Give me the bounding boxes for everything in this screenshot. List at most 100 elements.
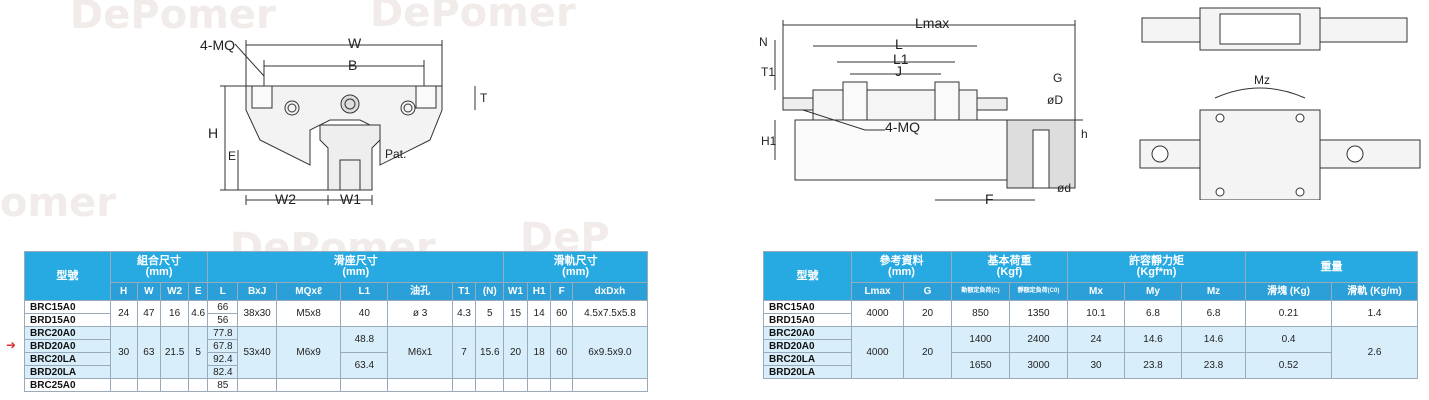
col-ddh: dxDxh (571, 282, 649, 301)
header-block: 滑座尺寸(mm) (207, 251, 505, 283)
load-table: 型號 參考資料(mm) 基本荷重(Kgf) 許容靜力矩(Kgf*m) 重量 Lm… (763, 251, 1419, 379)
table-cell: 56 (207, 313, 239, 327)
table-cell: 4000 (851, 326, 904, 379)
table-cell: 1650 (951, 352, 1010, 379)
header-moment: 許容靜力矩(Kgf*m) (1066, 251, 1247, 283)
col-mq: MQxℓ (275, 282, 342, 301)
table-cell: M6x9 (275, 326, 342, 379)
col-l1: L1 (340, 282, 389, 301)
label-h-small: h (1081, 127, 1088, 141)
col-my: My (1124, 282, 1182, 301)
table-cell: 15.6 (475, 326, 505, 379)
table-cell: 92.4 (207, 352, 239, 366)
label-w1: W1 (340, 191, 361, 207)
table-cell: 1350 (1009, 300, 1068, 327)
label-l1: L1 (893, 51, 909, 67)
table-cell: 24 (1067, 326, 1125, 353)
table-cell: 7 (451, 326, 477, 379)
label-pat: Pat. (385, 147, 406, 161)
table-cell (160, 378, 190, 392)
table-row: BRC20A0 30 63 21.5 5 77.8 53x40 M6x9 48.… (24, 326, 649, 379)
table-cell: 67.8 (207, 339, 239, 353)
label-l: L (895, 36, 903, 52)
table-cell (275, 378, 342, 392)
table-row: BRC20LA 1650 3000 30 23.8 23.8 0.52 (763, 352, 1418, 379)
model-cell: BRD20A0 (24, 339, 111, 353)
label-phi-d: ød (1057, 181, 1071, 195)
col-mz: Mz (1180, 282, 1247, 301)
table-cell: 6x9.5x9.0 (571, 326, 649, 379)
col-w1: W1 (503, 282, 528, 301)
model-cell: BRC15A0 (763, 300, 852, 314)
col-mx: Mx (1067, 282, 1125, 301)
table-cell: 4.6 (188, 300, 209, 327)
table-cell: 0.4 (1245, 326, 1333, 353)
table-cell: 16 (160, 300, 190, 327)
table-cell: 23.8 (1180, 352, 1247, 379)
table-cell: 5 (188, 326, 209, 379)
label-f: F (985, 191, 994, 207)
model-cell: BRD15A0 (763, 313, 852, 327)
table-row: BRD20A0 67.8 (24, 339, 648, 353)
table-row: BRC20LA 92.4 63.4 (24, 352, 648, 379)
table-cell: 30 (1067, 352, 1125, 379)
table-cell: 1400 (951, 326, 1010, 353)
table-cell: 4.5x7.5x5.8 (571, 300, 649, 327)
table-cell (550, 378, 573, 392)
header-model: 型號 (24, 251, 111, 301)
label-b: B (348, 57, 357, 73)
watermark: DePomer (370, 0, 576, 36)
table-cell: 3000 (1009, 352, 1068, 379)
col-bxj: BxJ (237, 282, 277, 301)
col-e: E (188, 282, 209, 301)
table-cell: 77.8 (207, 326, 239, 340)
table-cell: 6.8 (1124, 300, 1182, 327)
table-cell (136, 378, 162, 392)
table-cell: 4.3 (451, 300, 477, 327)
table-cell: 66 (207, 300, 239, 314)
table-row: BRD20LA 82.4 (24, 365, 648, 379)
table-cell: 38x30 (237, 300, 277, 327)
label-od: øD (1047, 93, 1063, 107)
table-cell: 63 (136, 326, 162, 379)
label-t1: T1 (761, 65, 775, 79)
table-cell: 14.6 (1124, 326, 1182, 353)
model-cell: BRC20A0 (763, 326, 852, 340)
table-cell (451, 378, 477, 392)
watermark: DePomer (70, 0, 276, 38)
table-cell: 5 (475, 300, 505, 327)
watermark: omer (0, 180, 117, 226)
table-cell: 2.6 (1331, 326, 1419, 379)
dimension-table: 型號 組合尺寸(mm) 滑座尺寸(mm) 滑軌尺寸(mm) H W W2 E L… (24, 251, 649, 392)
col-w: W (136, 282, 162, 301)
table-cell: 48.8 (340, 326, 389, 353)
table-cell: 14.6 (1180, 326, 1247, 353)
table-cell: 2400 (1009, 326, 1068, 353)
end-view-drawing: 4-MQ W B H E Pat. W2 W1 T (180, 30, 510, 215)
table-cell: 85 (207, 378, 239, 392)
table-cell (237, 378, 277, 392)
table-row: BRD20LA (763, 365, 1418, 379)
table-cell (387, 378, 453, 392)
table-cell (340, 378, 389, 392)
top-view-drawing: Mz (1130, 0, 1429, 200)
label-w: W (348, 35, 362, 51)
table-cell: 82.4 (207, 365, 239, 379)
table-cell: 53x40 (237, 326, 277, 379)
header-load: 基本荷重(Kgf) (951, 251, 1068, 283)
col-c0: 靜額定負荷(C0) (1009, 282, 1068, 301)
col-l: L (207, 282, 239, 301)
table-cell: 15 (503, 300, 528, 327)
table-cell: 4000 (851, 300, 904, 327)
label-h1: H1 (761, 134, 777, 148)
model-cell: BRD20LA (24, 365, 111, 379)
col-h: H (109, 282, 138, 301)
table-cell (571, 378, 649, 392)
table-cell: 6.8 (1180, 300, 1247, 327)
col-rail-weight: 滑軌 (Kg/m) (1331, 282, 1419, 301)
label-e: E (228, 149, 236, 163)
table-cell: 24 (109, 300, 138, 327)
table-cell: ø 3 (387, 300, 453, 327)
table-cell (475, 378, 505, 392)
label-n: N (759, 35, 768, 49)
